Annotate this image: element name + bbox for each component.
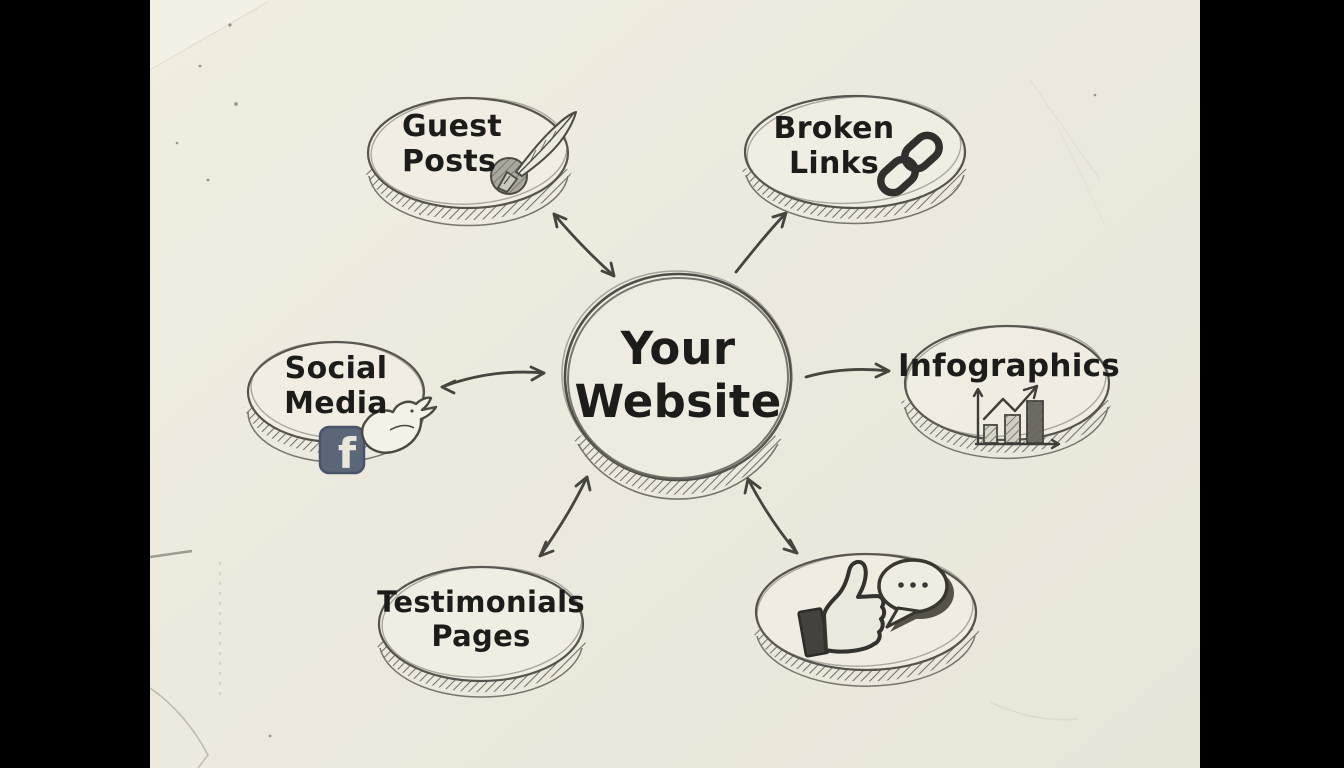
infographics-label: Infographics: [897, 348, 1121, 384]
guest-posts-label: Guest Posts: [402, 109, 503, 179]
chain-link-icon: [877, 131, 943, 197]
paper-texture: [150, 0, 1106, 768]
social-media-node: f: [244, 340, 438, 478]
thumbs-up-icon: [797, 559, 887, 658]
quill-pen-icon: [490, 111, 577, 195]
guest-posts-node: [364, 96, 577, 227]
speech-bubble-icon: [877, 558, 954, 632]
bar-chart-icon: [972, 384, 1061, 450]
social-media-label: Social Media: [284, 351, 388, 421]
broken-links-label: Broken Links: [773, 111, 895, 181]
infographics-node: [900, 324, 1113, 460]
engagement-node: [752, 552, 980, 687]
testimonials-pages-node: [375, 565, 587, 698]
center-label: Your Website: [574, 322, 782, 429]
testimonials-pages-label: Testimonials Pages: [377, 585, 585, 653]
facebook-letter: f: [338, 429, 357, 478]
mindmap-drawing: f: [150, 0, 1113, 768]
facebook-icon: f: [318, 425, 366, 478]
center-node: [561, 270, 793, 500]
twitter-bird-icon: [360, 396, 438, 454]
broken-links-node: [741, 94, 969, 225]
sketch-canvas: f: [150, 0, 1200, 768]
connector-arrows: [440, 211, 891, 558]
